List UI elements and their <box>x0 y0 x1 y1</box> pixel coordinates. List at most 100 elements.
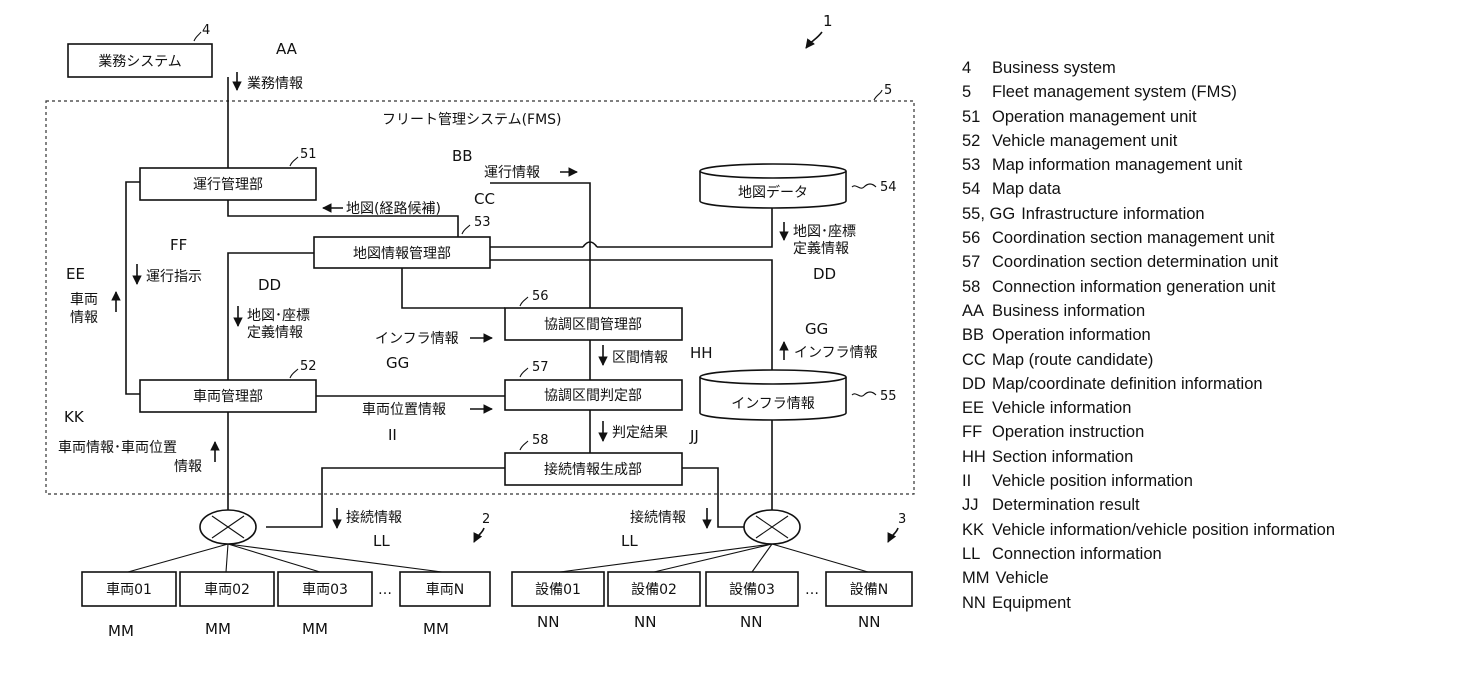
legend-item: LLConnection information <box>962 542 1335 566</box>
flow-vehicle-position: 車両位置情報 <box>362 401 446 418</box>
letter-aa: AA <box>276 40 298 58</box>
equipment-label: 設備N <box>850 582 888 598</box>
ref-coordmgmt-squiggle <box>520 297 528 306</box>
letter-ee: EE <box>66 265 85 283</box>
letter-ii: II <box>388 426 397 444</box>
legend-key: FF <box>962 420 986 444</box>
letter-cc: CC <box>474 190 495 208</box>
vehicle-label: 車両01 <box>106 581 152 598</box>
vehicle-label: 車両02 <box>204 581 250 598</box>
ref-vehicle-squiggle <box>290 369 298 378</box>
letter-nn: NN <box>634 613 656 631</box>
legend-text: Vehicle management unit <box>992 132 1177 150</box>
fms-boundary <box>46 101 914 494</box>
legend-item: 53Map information management unit <box>962 153 1335 177</box>
ref-equipment-network: 3 <box>898 512 906 527</box>
line-mapinfo-mapdata-2 <box>597 207 772 247</box>
ref-coord-section-mgmt: 56 <box>532 289 549 304</box>
letter-ff: FF <box>170 236 187 254</box>
infra-info-cylinder <box>700 370 846 420</box>
ref-map-data-wave <box>852 184 876 188</box>
vehicle-network-links <box>128 544 442 572</box>
letter-nn: NN <box>740 613 762 631</box>
ref-infra-wave <box>852 392 876 396</box>
legend-item: 52Vehicle management unit <box>962 129 1335 153</box>
ref-vehicle-network-leader <box>474 528 484 542</box>
legend-item: DDMap/coordinate definition information <box>962 372 1335 396</box>
legend-text: Infrastructure information <box>1021 205 1204 223</box>
ref-fms-squiggle <box>874 90 882 100</box>
legend-item: 58Connection information generation unit <box>962 275 1335 299</box>
legend-item: KKVehicle information/vehicle position i… <box>962 518 1335 542</box>
legend-item: JJDetermination result <box>962 493 1335 517</box>
operation-mgmt-label: 運行管理部 <box>193 177 263 193</box>
flow-map-route: 地図(経路候補) <box>346 201 441 217</box>
letter-dd-right: DD <box>813 265 836 283</box>
flow-map-coord-right-2: 定義情報 <box>793 240 849 257</box>
legend-item: EE Vehicle information <box>962 396 1335 420</box>
equipment-label: 設備01 <box>535 582 581 598</box>
equipment-network-node <box>744 510 800 544</box>
ref-coord-section-judge: 57 <box>532 360 549 375</box>
legend-item: CCMap (route candidate) <box>962 348 1335 372</box>
legend-key: LL <box>962 542 986 566</box>
ref-business-squiggle <box>194 32 201 41</box>
flow-judgement: 判定結果 <box>612 425 668 441</box>
flow-infra-left: インフラ情報 <box>375 331 459 347</box>
legend-item: FF Operation instruction <box>962 420 1335 444</box>
flow-connection-left: 接続情報 <box>346 509 402 526</box>
legend-text: Map information management unit <box>992 156 1242 174</box>
legend-text: Coordination section determination unit <box>992 253 1278 271</box>
ref-operation-squiggle <box>290 157 298 166</box>
legend-text: Vehicle information <box>992 399 1131 417</box>
legend-item: 51Operation management unit <box>962 105 1335 129</box>
ref-fms: 5 <box>884 83 892 98</box>
flow-connection-right: 接続情報 <box>630 509 686 526</box>
line-mapinfo-coord <box>402 268 505 308</box>
ref-equipment-network-leader <box>888 528 898 542</box>
legend-key: 4 <box>962 56 986 80</box>
flow-business-info: 業務情報 <box>247 76 303 92</box>
letter-ll-right: LL <box>621 532 638 550</box>
letter-bb: BB <box>452 147 473 165</box>
flow-vehicle-info-pos-1: 車両情報･車両位置 <box>58 439 177 456</box>
vehicle-label: 車両03 <box>302 581 348 598</box>
flow-map-coord-right-1: 地図･座標 <box>793 224 856 240</box>
vehicle-label: 車両N <box>426 581 464 598</box>
ref-mapinfo-squiggle <box>462 225 470 234</box>
line-conn-equip-net <box>682 468 744 527</box>
legend-text: Map (route candidate) <box>992 351 1153 369</box>
flow-section-info: 区間情報 <box>612 350 668 366</box>
legend-text: Vehicle position information <box>992 472 1193 490</box>
letter-jj: JJ <box>689 427 699 445</box>
legend-key: 57 <box>962 250 986 274</box>
legend-item: 5Fleet management system (FMS) <box>962 80 1335 104</box>
letter-gg-right: GG <box>805 320 828 338</box>
connection-info-gen-label: 接続情報生成部 <box>544 461 642 478</box>
legend-key: MM <box>962 566 990 590</box>
legend-key: EE <box>962 396 986 420</box>
letter-mm: MM <box>108 622 134 640</box>
legend-text: Operation instruction <box>992 423 1144 441</box>
letter-mm: MM <box>423 620 449 638</box>
legend-text: Fleet management system (FMS) <box>992 83 1237 101</box>
vehicle-mgmt-label: 車両管理部 <box>193 388 263 405</box>
legend-item: 55, GGInfrastructure information <box>962 202 1335 226</box>
line-operation-vehicle <box>126 182 140 394</box>
legend-item: 54Map data <box>962 177 1335 201</box>
ref-operation-mgmt: 51 <box>300 147 317 162</box>
flow-map-coord-left-1: 地図･座標 <box>247 308 310 324</box>
ref-business-system: 4 <box>202 23 210 38</box>
flow-operation-info: 運行情報 <box>484 165 540 181</box>
flow-vehicle-info-1: 車両 <box>70 291 98 308</box>
legend-text: Vehicle information/vehicle position inf… <box>992 521 1335 539</box>
figure-number-leader <box>806 32 822 48</box>
vehicle-ellipsis: … <box>378 582 392 598</box>
legend: 4Business system 5Fleet management syste… <box>962 56 1335 615</box>
ref-infra-info: 55 <box>880 389 897 404</box>
legend-text: Business information <box>992 302 1145 320</box>
figure-number: 1 <box>823 12 833 30</box>
equipment-network-links <box>560 544 868 572</box>
letter-mm: MM <box>302 620 328 638</box>
equipment-ellipsis: … <box>805 582 819 598</box>
